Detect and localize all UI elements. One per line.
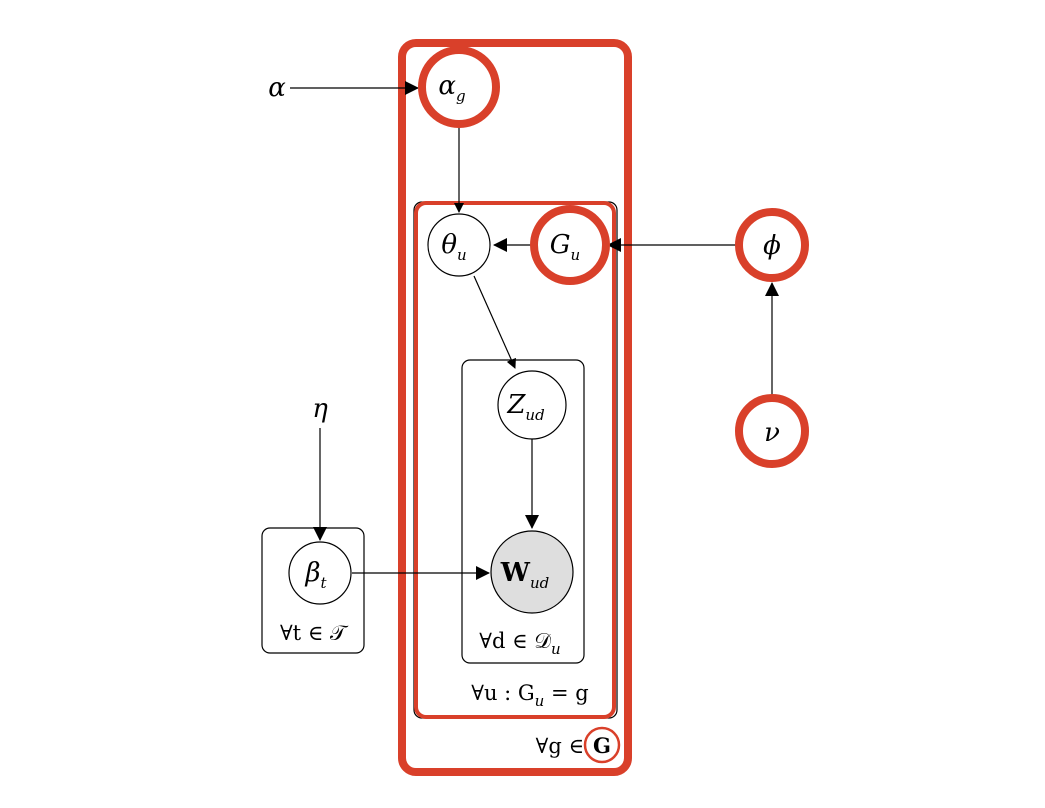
node-alpha-g [418, 46, 500, 128]
label-alpha: α [268, 73, 286, 103]
node-phi [735, 208, 809, 282]
plate-t-label: ∀t ∈ 𝒯 [280, 621, 349, 645]
label-nu: ν [764, 418, 780, 448]
highlight-plate-u [414, 201, 616, 719]
edge-thetau-zud [473, 275, 516, 369]
plate-g-set-label: G [593, 733, 611, 758]
node-W-ud [490, 530, 574, 614]
node-Z-ud [497, 370, 567, 440]
highlight-G-set [583, 726, 621, 764]
label-phi: ϕ [763, 231, 781, 261]
plate-d-label: ∀d ∈ 𝒟u [479, 629, 560, 658]
highlight-plate-g [398, 39, 632, 776]
node-beta-t [288, 541, 352, 605]
node-nu [735, 394, 809, 468]
label-eta: η [312, 394, 328, 424]
label-alpha-g: αg [438, 71, 465, 105]
node-theta-u [427, 213, 491, 277]
label-theta-u: θu [441, 230, 466, 264]
plate-d [461, 359, 585, 664]
label-Z-ud: Zud [506, 390, 544, 424]
plate-g-label: ∀g ∈ [536, 734, 584, 758]
label-W-ud: Wud [500, 558, 549, 592]
label-beta-t: βt [304, 558, 327, 592]
label-G-u: Gu [550, 230, 580, 264]
node-G-u [530, 205, 610, 285]
plate-u-label: ∀u : Gu = g [471, 681, 588, 710]
